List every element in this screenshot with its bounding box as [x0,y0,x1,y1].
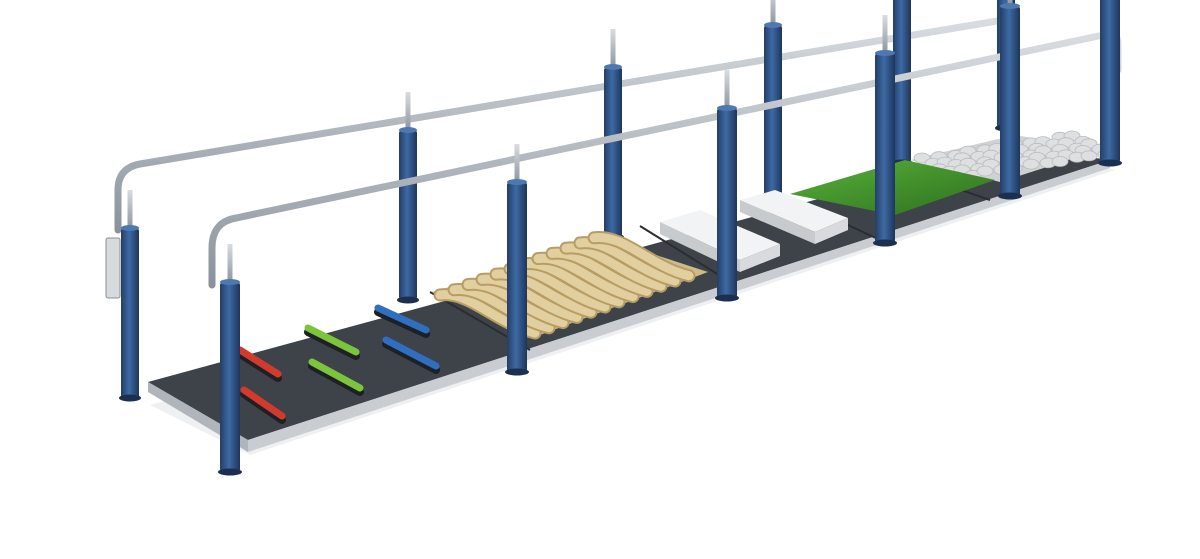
back-post-4 [762,0,784,199]
step-bars [236,304,440,424]
front-post-4 [873,15,897,247]
step-bar-5 [374,304,430,338]
front-post-3 [715,70,739,302]
front-post-2 [505,144,529,376]
step-bar-3 [304,324,360,360]
back-post-2 [397,92,419,304]
front-posts [218,0,1122,476]
back-post-1 [119,190,141,402]
step-bar-1 [236,346,282,382]
step-bar-4 [308,358,364,396]
front-post-6 [1098,0,1122,167]
step-bar-2 [240,386,286,424]
front-post-1 [218,244,242,476]
step-bar-6 [382,336,440,374]
back-posts [119,0,1017,402]
front-post-5 [998,0,1022,200]
info-plaque [105,237,121,299]
wooden-log-surface [432,231,708,340]
